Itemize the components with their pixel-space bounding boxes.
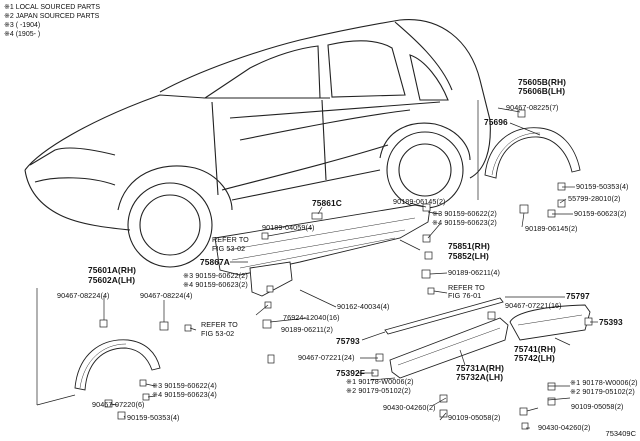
part-label[interactable]: 90467-07221(16) xyxy=(505,301,562,310)
strip-75793 xyxy=(384,297,504,335)
part-label[interactable]: 90189-06211(4) xyxy=(448,268,501,277)
front-wheel-arch-75601a xyxy=(74,339,161,391)
part-label[interactable]: 75867A xyxy=(200,257,230,267)
part-label[interactable]: 55799-28010(2) xyxy=(568,194,621,203)
part-label[interactable]: ※2 90179-05102(2) xyxy=(346,386,411,395)
part-label[interactable]: 90467-08224(4) xyxy=(140,291,193,300)
part-label[interactable]: FIG 53-02 xyxy=(212,244,246,253)
part-label[interactable]: 75696 xyxy=(484,117,508,127)
part-label[interactable]: ※1 90178-W0006(2) xyxy=(570,378,638,387)
part-label[interactable]: 90430-04260(2) xyxy=(383,403,436,412)
part-label[interactable]: 90430-04260(2) xyxy=(538,423,591,432)
part-label[interactable]: 75731A(RH) xyxy=(456,363,505,373)
part-label[interactable]: 75393 xyxy=(599,317,623,327)
rocker-panel-75851 xyxy=(214,204,431,297)
legend-line-3: ※3 ( -1904) xyxy=(4,22,41,29)
part-label[interactable]: REFER TO xyxy=(448,283,485,292)
part-label[interactable]: ※4 90159-60623(4) xyxy=(152,390,217,399)
part-label[interactable]: 75741(RH) xyxy=(514,344,556,354)
part-label[interactable]: 90467-08224(4) xyxy=(57,291,110,300)
part-label[interactable]: 90189-04059(4) xyxy=(262,223,315,232)
part-label[interactable]: ※3 90159-60622(4) xyxy=(152,381,217,390)
part-label[interactable]: 90159-50353(4) xyxy=(576,182,629,191)
part-label[interactable]: ※1 90178-W0006(2) xyxy=(346,377,414,386)
part-label[interactable]: 75601A(RH) xyxy=(88,265,137,275)
part-label[interactable]: FIG 76-01 xyxy=(448,291,482,300)
part-label[interactable]: 90109-05058(2) xyxy=(571,402,624,411)
rear-wheel-arch-75605b xyxy=(484,127,581,179)
part-label[interactable]: 90189-06211(2) xyxy=(281,325,334,334)
part-label[interactable]: 90159-60623(2) xyxy=(574,209,627,218)
leader-lines xyxy=(36,100,598,429)
part-label[interactable]: 76924-12040(16) xyxy=(283,313,340,322)
part-label[interactable]: 75793 xyxy=(336,336,360,346)
part-label[interactable]: 90467-07221(24) xyxy=(298,353,355,362)
part-label[interactable]: 90109-05058(2) xyxy=(448,413,501,422)
part-label[interactable]: 75392F xyxy=(336,368,366,378)
part-label[interactable]: 75742(LH) xyxy=(514,353,555,363)
part-label[interactable]: 75861C xyxy=(312,198,342,208)
part-label[interactable]: 75851(RH) xyxy=(448,241,490,251)
legend: ※1 LOCAL SOURCED PARTS ※2 JAPAN SOURCED … xyxy=(4,3,100,39)
part-label[interactable]: 90189-06145(2) xyxy=(393,197,446,206)
legend-line-2: ※2 JAPAN SOURCED PARTS xyxy=(4,13,100,20)
part-label[interactable]: REFER TO xyxy=(212,235,249,244)
part-label[interactable]: ※4 90159-60623(2) xyxy=(432,218,497,227)
diagram-code: 753409C xyxy=(605,429,636,438)
part-label[interactable]: FIG 53-02 xyxy=(201,329,235,338)
part-label[interactable]: 90189-06145(2) xyxy=(525,224,578,233)
part-label[interactable]: ※3 90159-60622(2) xyxy=(432,209,497,218)
part-label[interactable]: 90467-07220(6) xyxy=(92,400,145,409)
part-label[interactable]: ※3 90159-60622(2) xyxy=(183,271,248,280)
legend-line-4: ※4 (1905- ) xyxy=(4,31,41,38)
part-label[interactable]: 90162-40034(4) xyxy=(337,302,390,311)
part-label[interactable]: 90159-50353(4) xyxy=(127,413,180,422)
part-label[interactable]: 75797 xyxy=(566,291,590,301)
part-label[interactable]: ※4 90159-60623(2) xyxy=(183,280,248,289)
vehicle-outline xyxy=(24,19,491,268)
part-label[interactable]: 75602A(LH) xyxy=(88,275,136,285)
legend-line-1: ※1 LOCAL SOURCED PARTS xyxy=(4,4,100,11)
part-label[interactable]: 75606B(LH) xyxy=(518,86,566,96)
part-label[interactable]: 90467-08225(7) xyxy=(506,103,559,112)
part-label[interactable]: REFER TO xyxy=(201,320,238,329)
part-label[interactable]: 75605B(RH) xyxy=(518,77,567,87)
part-label[interactable]: ※2 90179-05102(2) xyxy=(570,387,635,396)
part-label[interactable]: 75852(LH) xyxy=(448,251,489,261)
rear-moulding-75741 xyxy=(509,304,591,341)
door-moulding-75731a xyxy=(389,317,509,379)
part-label[interactable]: 75732A(LH) xyxy=(456,372,504,382)
